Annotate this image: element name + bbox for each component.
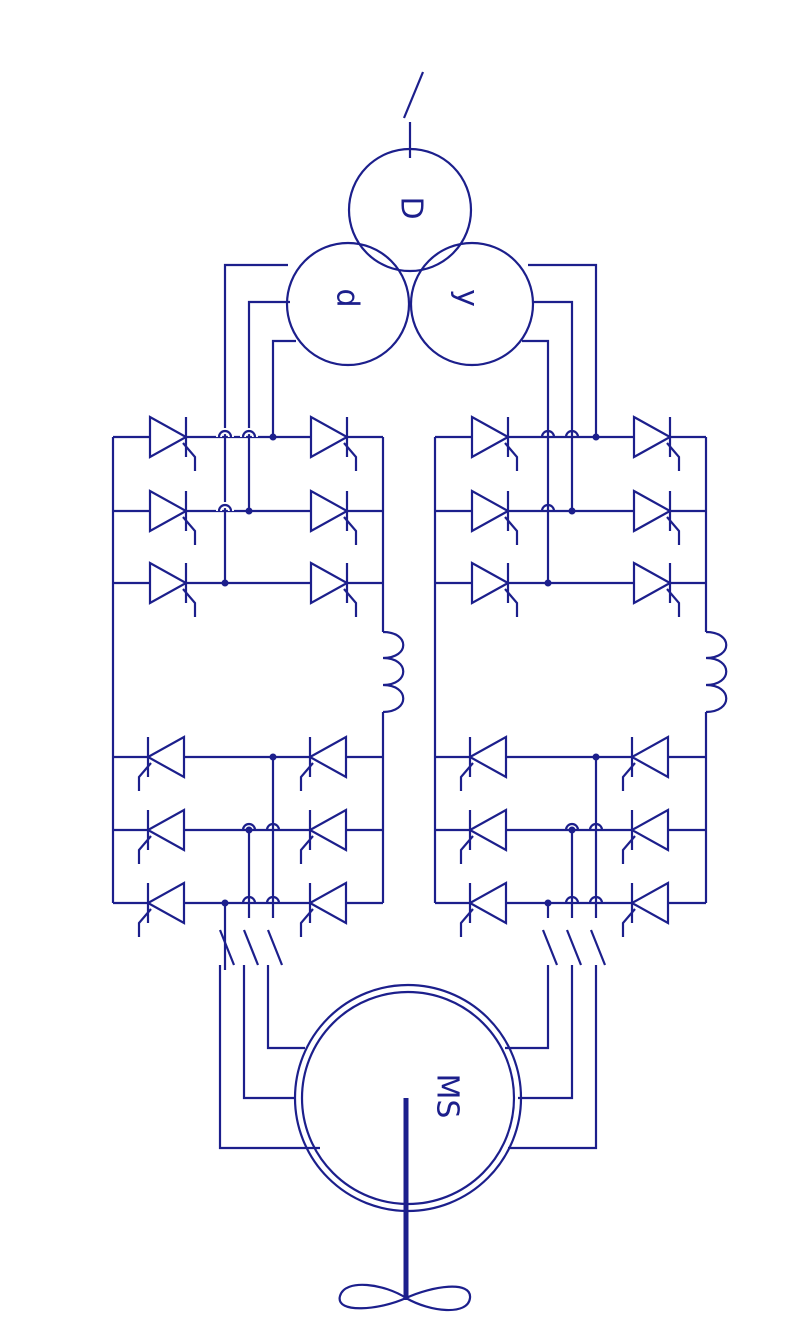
thyristor-icon [299, 808, 348, 864]
thyristor-icon [309, 415, 358, 471]
input-breaker [402, 71, 425, 158]
thyristor-icon [459, 881, 508, 937]
thyristor-icon [470, 489, 519, 545]
thyristor-icon [309, 489, 358, 545]
propeller-icon [338, 1283, 472, 1312]
thyristor-icon [148, 561, 197, 617]
secondary-winding-delta [285, 241, 411, 367]
right-converter [433, 263, 728, 966]
thyristor-icon [148, 489, 197, 545]
thyristor-icon [470, 561, 519, 617]
left-converter [111, 263, 405, 970]
thyristor-icon [621, 808, 670, 864]
transformer-primary-label: D [394, 196, 429, 219]
thyristor-icon [137, 808, 186, 864]
transformer-wye-label: y [450, 289, 485, 307]
thyristor-icon [470, 415, 519, 471]
thyristor-icon [621, 881, 670, 937]
transformer: D d y [285, 147, 535, 367]
thyristor-icon [137, 735, 186, 791]
motor-label: MS [430, 1074, 465, 1119]
secondary-winding-wye [409, 241, 535, 367]
thyristor-icon [459, 808, 508, 864]
motor-leads [218, 965, 598, 1150]
thyristor-icon [632, 415, 681, 471]
thyristor-icon [621, 735, 670, 791]
thyristor-icon [632, 561, 681, 617]
thyristor-icon [299, 881, 348, 937]
thyristor-icon [137, 881, 186, 937]
propeller-shaft [338, 1098, 472, 1312]
thyristor-icon [309, 561, 358, 617]
thyristor-icon [148, 415, 197, 471]
thyristor-icon [299, 735, 348, 791]
thyristor-icon [632, 489, 681, 545]
primary-winding [347, 147, 473, 273]
transformer-delta-label: d [330, 288, 365, 307]
left-reactor [382, 630, 405, 714]
thyristor-icon [459, 735, 508, 791]
right-reactor [705, 630, 728, 714]
thyristor-array [137, 415, 681, 937]
